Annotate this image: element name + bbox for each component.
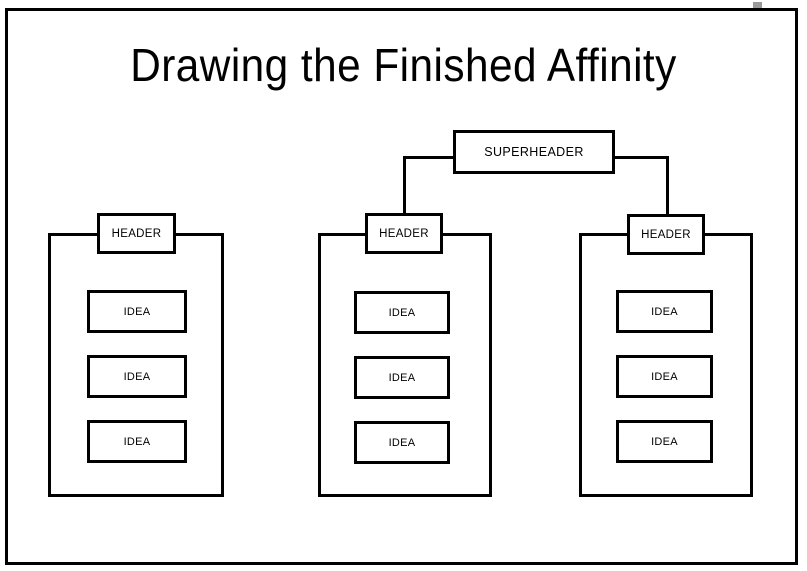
column-header-box-3[interactable]: HEADER	[627, 214, 705, 255]
idea-box-3-2[interactable]: IDEA	[616, 355, 713, 398]
idea-label-3-1: IDEA	[651, 305, 678, 318]
page-title: Drawing the Finished Affinity	[130, 39, 677, 91]
idea-label-3-3: IDEA	[651, 435, 678, 448]
idea-label-2-1: IDEA	[388, 306, 416, 319]
connector-superheader-to-middle-vertical	[403, 156, 406, 216]
column-header-box-2[interactable]: HEADER	[365, 213, 443, 254]
column-header-label-1: HEADER	[111, 227, 162, 240]
column-header-label-2: HEADER	[379, 227, 429, 240]
idea-box-2-2[interactable]: IDEA	[354, 356, 450, 399]
idea-label-1-2: IDEA	[123, 370, 151, 383]
column-header-box-1[interactable]: HEADER	[97, 213, 176, 254]
connector-superheader-to-right-vertical	[666, 156, 669, 216]
idea-label-1-1: IDEA	[123, 305, 151, 318]
idea-box-1-3[interactable]: IDEA	[87, 420, 187, 463]
idea-box-2-1[interactable]: IDEA	[354, 291, 450, 334]
border-artifact-speck	[753, 2, 762, 8]
connector-superheader-to-right-horizontal	[613, 156, 669, 159]
idea-box-1-1[interactable]: IDEA	[87, 290, 187, 333]
superheader-label: SUPERHEADER	[484, 145, 584, 159]
superheader-box[interactable]: SUPERHEADER	[453, 130, 615, 174]
connector-superheader-to-middle-horizontal	[403, 156, 455, 159]
idea-label-2-2: IDEA	[388, 371, 416, 384]
idea-box-3-3[interactable]: IDEA	[616, 420, 713, 463]
idea-label-1-3: IDEA	[123, 435, 151, 448]
column-header-label-3: HEADER	[641, 228, 691, 241]
page-border	[5, 8, 798, 565]
idea-box-1-2[interactable]: IDEA	[87, 355, 187, 398]
idea-label-2-3: IDEA	[388, 436, 416, 449]
idea-box-3-1[interactable]: IDEA	[616, 290, 713, 333]
idea-label-3-2: IDEA	[651, 370, 678, 383]
idea-box-2-3[interactable]: IDEA	[354, 421, 450, 464]
